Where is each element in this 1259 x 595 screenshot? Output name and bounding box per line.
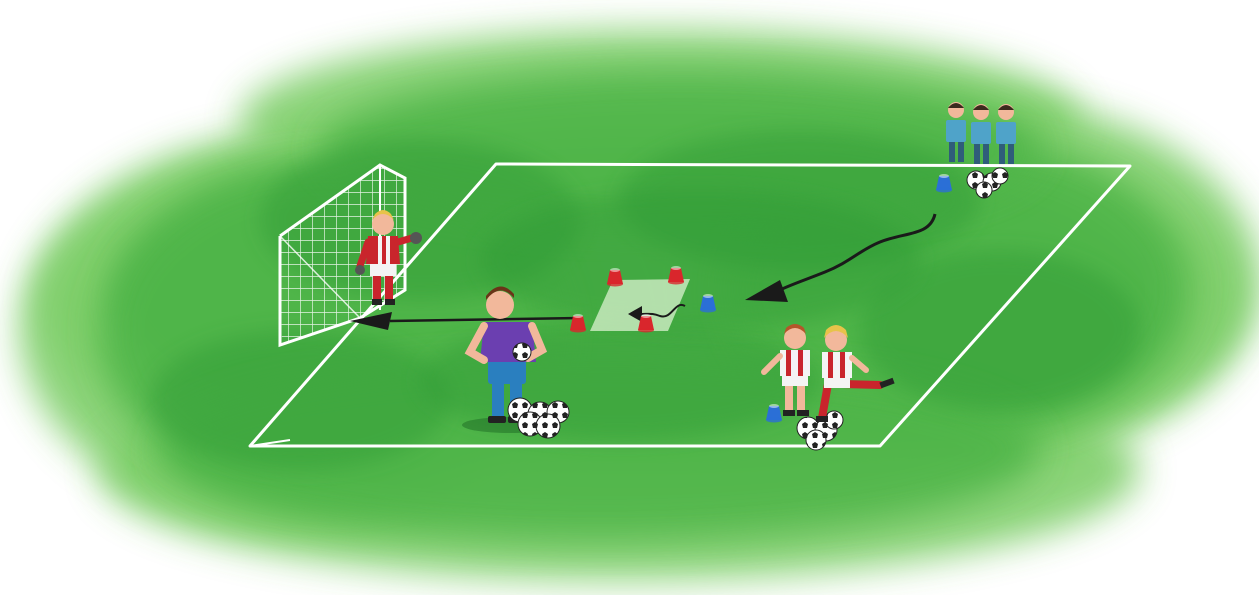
grass-patch (150, 330, 450, 470)
ball-icon (806, 430, 826, 450)
ball-icon (536, 414, 560, 438)
ball-icon (976, 182, 992, 198)
ball-icon (513, 343, 531, 361)
ball-icon (992, 168, 1008, 184)
grass-patch (480, 190, 920, 330)
